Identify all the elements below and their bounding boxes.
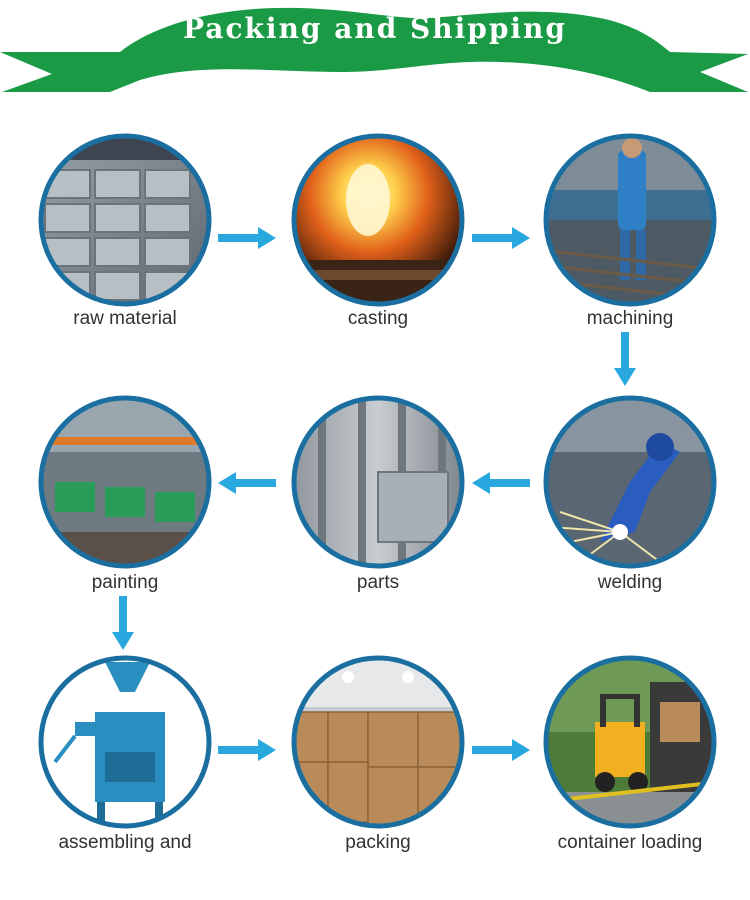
step-machining [540, 130, 720, 310]
machinist-photo [543, 133, 717, 307]
forklift-loading-photo [543, 655, 717, 829]
arrow-right-icon [472, 739, 530, 761]
banner-ribbon-shape [0, 7, 748, 92]
step-label-assembling: assembling and [58, 832, 192, 853]
step-container-loading [540, 652, 720, 832]
arrow-down-icon [112, 596, 134, 650]
metal-parts-photo [291, 395, 465, 569]
arrow-right-icon [218, 739, 276, 761]
arrow-left-icon [218, 472, 276, 494]
step-label-painting: painting [91, 572, 159, 593]
molten-metal-photo [291, 133, 465, 307]
step-assembling [35, 652, 215, 832]
rice-mill-machine-photo [38, 655, 212, 829]
step-label-packing: packing [345, 832, 411, 853]
step-label-machining: machining [586, 308, 674, 329]
step-label-welding: welding [597, 572, 663, 593]
step-label-container-loading: container loading [557, 832, 703, 853]
step-welding [540, 392, 720, 572]
arrow-left-icon [472, 472, 530, 494]
step-raw-material [35, 130, 215, 310]
painting-line-photo [38, 395, 212, 569]
metal-ingots-photo [38, 133, 212, 307]
step-label-casting: casting [347, 308, 409, 329]
carton-boxes-photo [291, 655, 465, 829]
step-packing [288, 652, 468, 832]
arrow-down-icon [614, 332, 636, 386]
arrow-right-icon [472, 227, 530, 249]
title-banner [0, 7, 748, 92]
step-painting [35, 392, 215, 572]
banner-title: Packing and Shipping [183, 12, 567, 45]
step-parts [288, 392, 468, 572]
step-label-parts: parts [356, 572, 400, 593]
robotic-welding-photo [543, 395, 717, 569]
arrow-right-icon [218, 227, 276, 249]
step-label-raw-material: raw material [73, 308, 177, 329]
step-casting [288, 130, 468, 310]
